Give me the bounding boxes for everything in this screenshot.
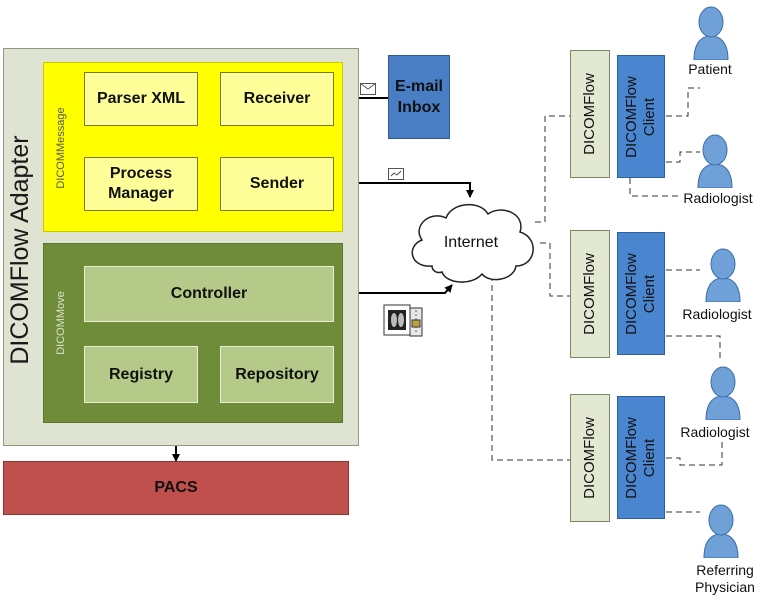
dicom-file-archive-icon: [383, 304, 423, 337]
receiver-box: Receiver: [220, 72, 334, 126]
dicomflow-adapter-node-3: DICOMFlow: [570, 394, 610, 522]
person-label-patient: Patient: [688, 61, 732, 77]
dicom-move-label: DICOMMove: [55, 291, 67, 355]
radiologist-person-icon: [705, 366, 741, 420]
envelope-icon: [360, 83, 376, 95]
patient-person-icon: [693, 6, 729, 60]
person-label-radiologist-1: Radiologist: [683, 190, 753, 206]
radiologist-person-icon: [697, 134, 733, 188]
parser-xml-box: Parser XML: [84, 72, 198, 126]
pacs-box: PACS: [3, 461, 349, 515]
dicomflow-client-label: DICOMFlow Client: [623, 416, 658, 499]
email-inbox-box: E-mail Inbox: [388, 55, 450, 139]
dicomflow-adapter-node-1: DICOMFlow: [570, 50, 610, 178]
dicomflow-label: DICOMFlow: [581, 73, 598, 155]
dicomflow-client-2: DICOMFlow Client: [617, 232, 665, 355]
dicomflow-label: DICOMFlow: [581, 417, 598, 499]
controller-box: Controller: [84, 266, 334, 322]
internet-client-links: [491, 87, 723, 513]
dicomflow-client-label: DICOMFlow Client: [623, 252, 658, 335]
dicomflow-client-label: DICOMFlow Client: [623, 75, 658, 158]
registry-box: Registry: [84, 346, 198, 403]
sender-box: Sender: [220, 157, 334, 211]
person-label-radiologist-2: Radiologist: [682, 306, 752, 322]
referring-physician-person-icon: [703, 504, 739, 558]
envelope-attachment-icon: [388, 168, 404, 180]
person-label-referring-physician: Referring Physician: [695, 562, 755, 595]
person-label-radiologist-3: Radiologist: [680, 424, 750, 440]
sender-internet-arrow: [334, 182, 474, 198]
process-manager-box: Process Manager: [84, 157, 198, 211]
dicomflow-client-1: DICOMFlow Client: [617, 55, 665, 178]
dicomflow-client-3: DICOMFlow Client: [617, 396, 665, 519]
adapter-title: DICOMFlow Adapter: [6, 135, 34, 365]
dicomflow-label: DICOMFlow: [581, 253, 598, 335]
dicom-message-label: DICOMMessage: [55, 107, 67, 189]
radiologist-person-icon: [705, 248, 741, 302]
repository-box: Repository: [220, 346, 334, 403]
dicomflow-adapter-node-2: DICOMFlow: [570, 230, 610, 358]
internet-label: Internet: [443, 234, 499, 251]
internet-cloud-icon: [411, 204, 534, 283]
controller-internet-arrow: [334, 284, 453, 297]
